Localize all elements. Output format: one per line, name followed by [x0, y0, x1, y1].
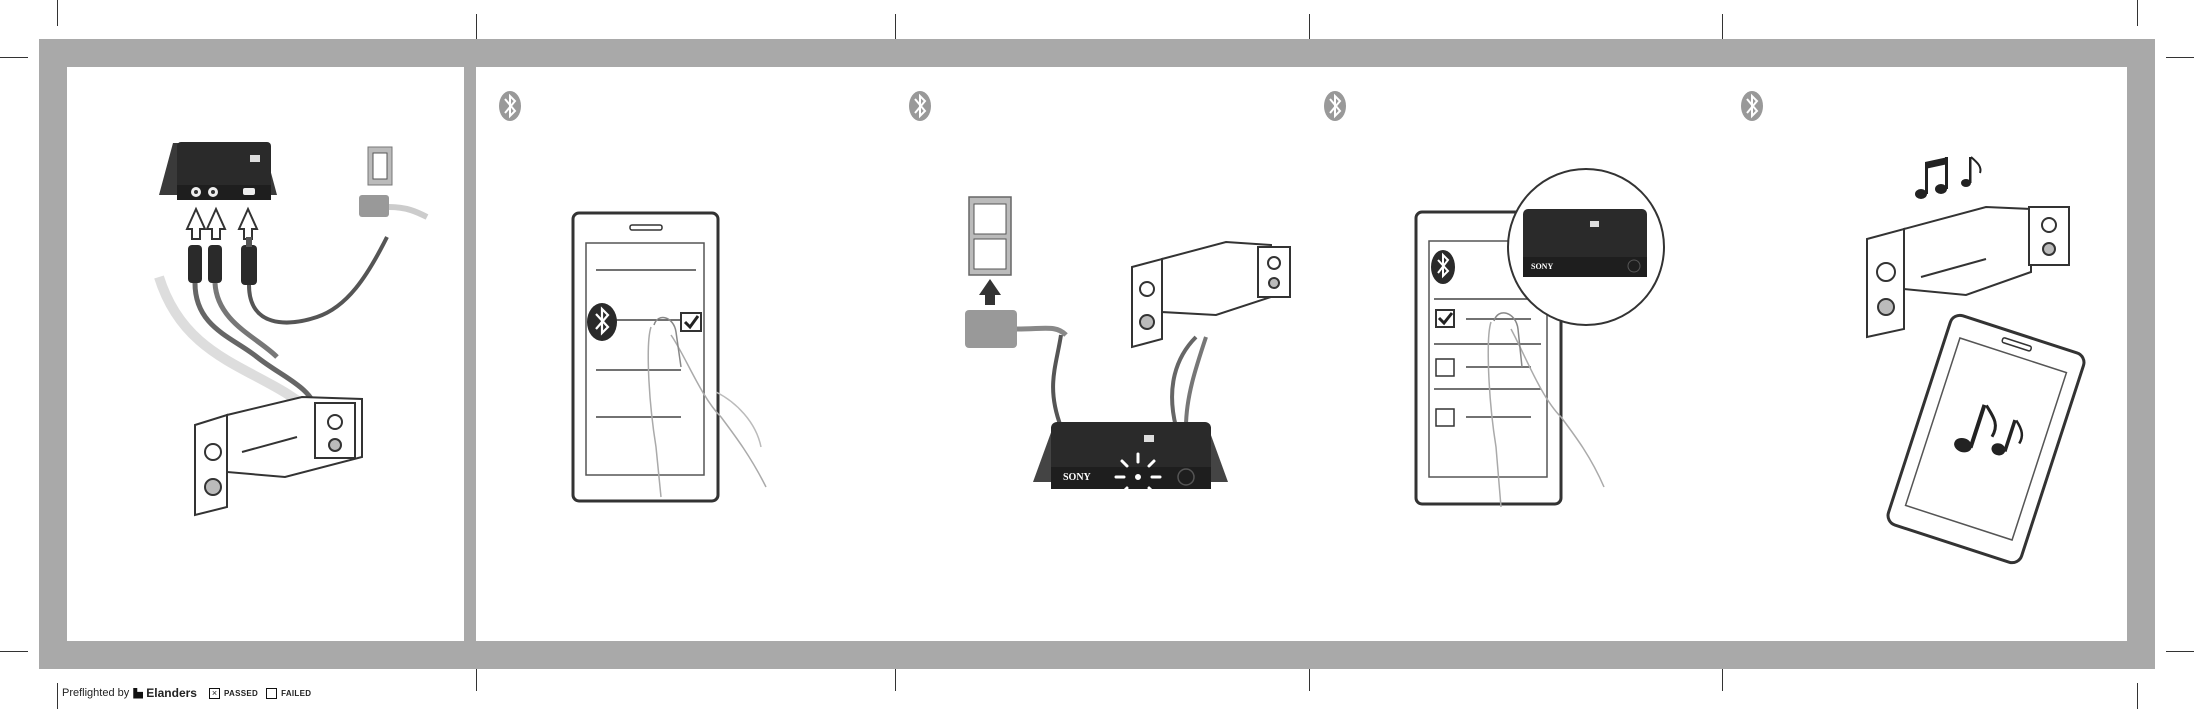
sony-logo-text: SONY [1531, 262, 1553, 271]
crop-mark [0, 651, 28, 652]
crop-mark [2166, 651, 2194, 652]
stereo-system [195, 397, 362, 515]
phone-playing [1885, 313, 2086, 565]
crop-mark [2166, 57, 2194, 58]
bluetooth-icon [909, 91, 931, 121]
preflighted-label: Preflighted by [62, 687, 129, 699]
connection-illustration [67, 67, 464, 641]
phone-bluetooth-setting [573, 213, 766, 501]
receiver-device: SONY [1523, 209, 1647, 277]
sony-logo-text: SONY [1063, 472, 1092, 483]
power-plug-icon [359, 147, 427, 217]
steps-illustration: SONY [476, 67, 2127, 641]
power-plug-icon [965, 197, 1066, 348]
crop-mark [57, 0, 58, 26]
bluetooth-icon [1431, 250, 1455, 284]
insert-arrow [187, 209, 257, 239]
crop-mark [2137, 683, 2138, 709]
receiver-device: SONY [1033, 422, 1228, 500]
crop-mark [57, 683, 58, 709]
bluetooth-icon [587, 303, 617, 341]
passed-label: PASSED [224, 689, 258, 698]
elanders-brand: Elanders [133, 686, 197, 700]
preflight-footer: Preflighted by Elanders × PASSED FAILED [62, 686, 311, 700]
crop-mark [0, 57, 28, 58]
stereo-system [1132, 242, 1290, 347]
panel-steps: SONY [476, 67, 2127, 641]
led-blink-icon [1116, 454, 1160, 500]
elanders-name: Elanders [146, 686, 197, 700]
empty-checkbox [1436, 409, 1454, 426]
failed-label: FAILED [281, 689, 311, 698]
bluetooth-icon [1324, 91, 1346, 121]
crop-mark [2137, 0, 2138, 26]
bluetooth-icon [499, 91, 521, 121]
print-frame: SONY [39, 39, 2155, 669]
checkmark-icon [681, 313, 701, 331]
passed-checkbox: × [209, 688, 220, 699]
elanders-logo-icon [133, 688, 143, 699]
checkmark-icon [1436, 310, 1454, 327]
bluetooth-icon [1741, 91, 1763, 121]
failed-checkbox [266, 688, 277, 699]
rca-plug [188, 237, 257, 285]
receiver-device [159, 142, 277, 200]
panel-connect-cables [67, 67, 464, 641]
empty-checkbox [1436, 359, 1454, 376]
phone-device-list: SONY [1416, 169, 1664, 507]
music-note-icon [1915, 157, 1981, 199]
